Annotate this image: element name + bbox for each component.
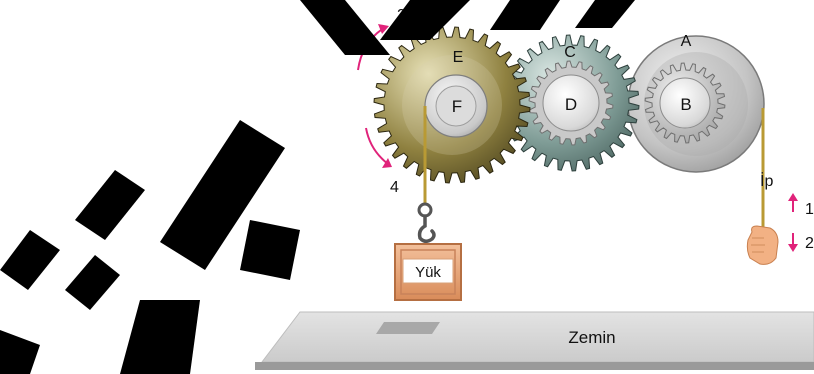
gear-b-label: B bbox=[680, 95, 691, 114]
ground-platform: Zemin bbox=[255, 311, 814, 370]
hand-icon bbox=[746, 225, 779, 265]
gear-a-label: A bbox=[681, 33, 692, 50]
ground-label: Zemin bbox=[568, 328, 615, 347]
watermark bbox=[0, 0, 635, 374]
gear-d bbox=[528, 60, 614, 146]
dir-1-label: 1 bbox=[805, 201, 814, 218]
gear-d-label: D bbox=[565, 95, 577, 114]
hook-icon bbox=[417, 202, 436, 243]
pulley-f bbox=[424, 74, 488, 138]
direction-arrows-rope: 1 2 bbox=[788, 193, 814, 252]
dir-4-label: 4 bbox=[390, 179, 399, 196]
gear-c-label: C bbox=[564, 44, 576, 61]
gear-e-label: E bbox=[453, 49, 464, 66]
load-label: Yük bbox=[415, 264, 441, 281]
rope-label: İp bbox=[760, 171, 773, 190]
dir-2-label: 2 bbox=[805, 235, 814, 252]
gear-b bbox=[644, 62, 726, 144]
pulley-f-label: F bbox=[452, 97, 462, 116]
load-box: Yük bbox=[394, 243, 462, 301]
